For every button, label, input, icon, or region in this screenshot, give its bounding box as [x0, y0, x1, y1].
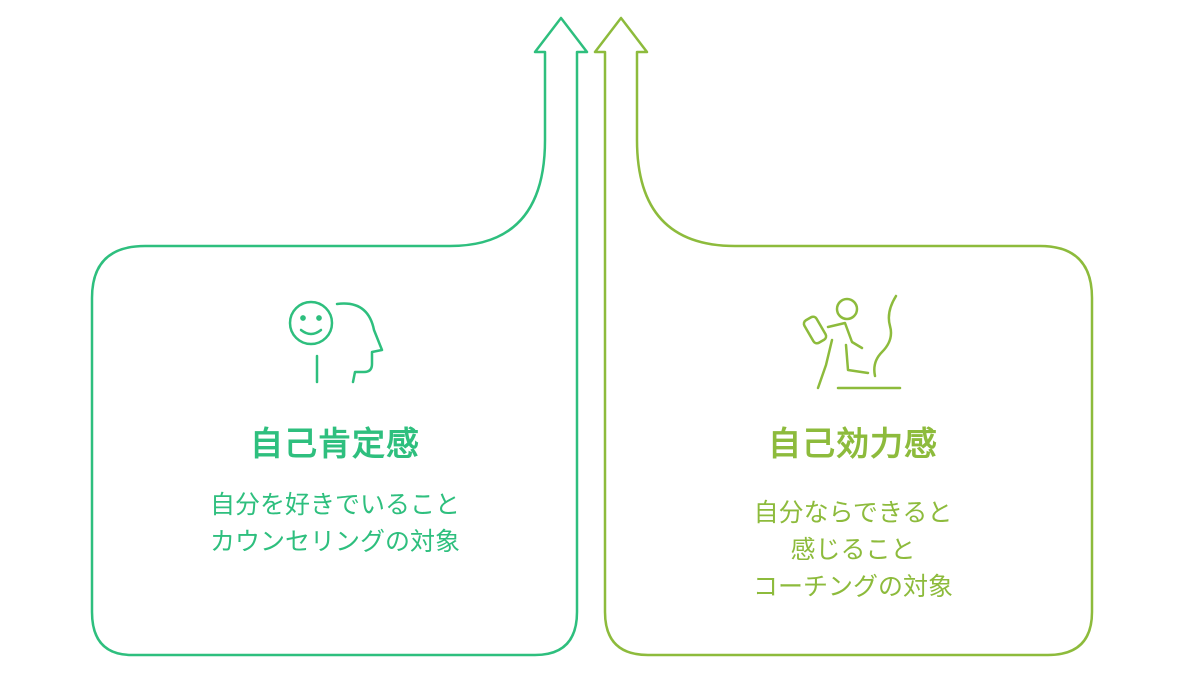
- left-panel-description: 自分を好きでいること カウンセリングの対象: [165, 486, 505, 560]
- right-panel-description: 自分ならできると 感じること コーチングの対象: [683, 494, 1023, 605]
- left-description-line: カウンセリングの対象: [209, 527, 460, 556]
- left-panel-title: 自己肯定感: [250, 424, 420, 463]
- right-panel-title: 自己効力感: [768, 424, 938, 463]
- left-description-line: 自分を好きでいること: [209, 490, 460, 519]
- right-description-line: 自分ならできると: [753, 498, 953, 527]
- right-description-line: 感じること: [790, 535, 916, 564]
- smiley-face-icon: [288, 300, 334, 346]
- left-panel-arrow-outline: [90, 16, 589, 657]
- climbing-person-icon: [802, 294, 902, 390]
- right-panel-arrow-outline: [593, 16, 1094, 657]
- self-reflection-head-icon: [288, 300, 384, 384]
- head-profile-icon: [335, 302, 384, 384]
- right-description-line: コーチングの対象: [752, 572, 953, 601]
